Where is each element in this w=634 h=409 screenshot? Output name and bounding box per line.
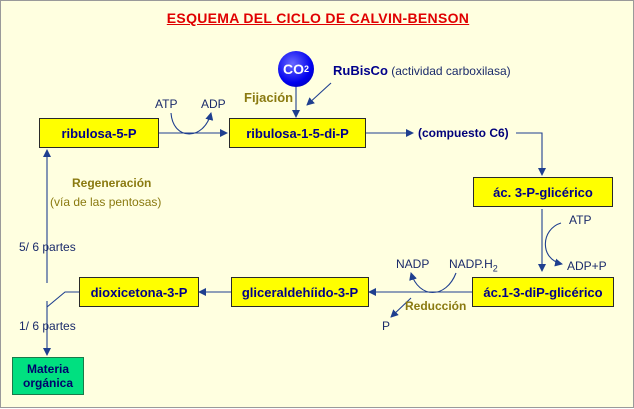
rubisco-label: RuBisCo (actividad carboxilasa): [333, 63, 511, 79]
nadph2-label: NADP.H2: [449, 257, 498, 275]
regeneracion-note: (vía de las pentosas): [50, 195, 162, 209]
fijacion-label: Fijación: [244, 90, 294, 105]
diagram-title: ESQUEMA DEL CICLO DE CALVIN-BENSON: [166, 10, 470, 26]
arrow-c6-to-3pglicerico: [516, 132, 546, 176]
arrow-atp-adp-curve-1: [170, 112, 214, 135]
materia-line-2: orgánica: [22, 376, 73, 390]
arrow-to-p: [390, 297, 412, 318]
arrow-nadph-nadp-curve: [409, 272, 457, 294]
adp-p-label: ADP+P: [567, 259, 607, 273]
materia-line-1: Materia: [26, 362, 70, 376]
co2-label: CO: [282, 61, 304, 77]
compuesto-c6-label: (compuesto C6): [418, 126, 509, 140]
reduccion-label: Reducción: [405, 299, 467, 313]
adp-label-1: ADP: [201, 97, 226, 111]
atp-label-2: ATP: [569, 213, 592, 227]
rubisco-description: (actividad carboxilasa): [391, 64, 511, 78]
box-ribulosa-5-p: ribulosa-5-P: [39, 118, 159, 148]
nadp-label: NADP: [396, 257, 430, 271]
box-ribulosa-1-5-di-p: ribulosa-1-5-di-P: [229, 118, 366, 148]
regeneracion-label: Regeneración: [72, 176, 152, 190]
box-gliceraldehido-3-p: gliceraldehíido-3-P: [231, 277, 369, 307]
atp-label-1: ATP: [155, 97, 178, 111]
arrow-atp-adp-curve-2: [544, 222, 563, 267]
fraction-five-sixths: 5/ 6 partes: [19, 240, 76, 254]
fraction-one-sixth: 1/ 6 partes: [19, 319, 76, 333]
rubisco-name: RuBisCo: [333, 63, 388, 78]
arrow-rubisco-to-fixation: [306, 82, 332, 106]
nadph2-subscript: 2: [492, 263, 498, 274]
nadph2-main: NADP.H: [449, 257, 493, 271]
box-dioxicetona-3-p: dioxicetona-3-P: [79, 277, 199, 307]
line-dioxicetona-split: [46, 291, 79, 308]
p-label: P: [382, 319, 391, 333]
box-ac-1-3-dip-glicerico: ác.1-3-diP-glicérico: [472, 277, 614, 307]
box-materia-organica: Materia orgánica: [12, 357, 84, 395]
co2-subscript: 2: [303, 64, 309, 74]
box-ac-3-p-glicerico: ác. 3-P-glicérico: [473, 177, 613, 207]
